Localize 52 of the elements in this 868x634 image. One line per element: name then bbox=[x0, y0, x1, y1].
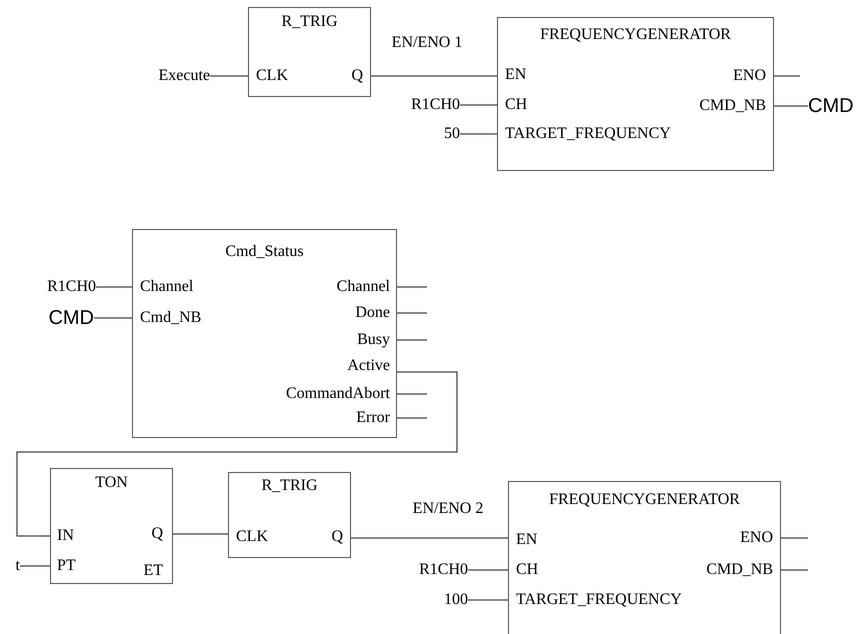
variable-label: t bbox=[4, 554, 20, 578]
connection-line bbox=[396, 286, 428, 288]
pin-label: TARGET_FREQUENCY bbox=[505, 126, 671, 142]
pin-label: Done bbox=[355, 305, 390, 321]
function-block bbox=[50, 468, 173, 584]
function-block bbox=[508, 481, 781, 634]
connection-line bbox=[396, 312, 428, 314]
pin-label: EN bbox=[516, 532, 538, 548]
pin-label: Channel bbox=[140, 279, 194, 295]
pin-label: ENO bbox=[733, 68, 766, 84]
pin-label: CMD_NB bbox=[706, 562, 773, 578]
variable-label: R1CH0 bbox=[26, 275, 96, 299]
pin-label: CLK bbox=[236, 529, 268, 545]
variable-label: R1CH0 bbox=[390, 93, 460, 117]
pin-label: Cmd_NB bbox=[140, 310, 202, 326]
connection-line bbox=[460, 104, 498, 106]
pin-label: CMD_NB bbox=[699, 98, 766, 114]
variable-label: 50 bbox=[420, 122, 460, 146]
function-block bbox=[132, 229, 397, 438]
variable-label: 100 bbox=[428, 588, 468, 612]
pin-label: ENO bbox=[740, 530, 773, 546]
block-title: Cmd_Status bbox=[225, 244, 304, 260]
variable-label: CMD bbox=[808, 93, 866, 119]
pin-label: CH bbox=[516, 562, 538, 578]
pin-label: Busy bbox=[357, 332, 390, 348]
pin-label: IN bbox=[57, 528, 74, 544]
pin-label: Channel bbox=[336, 279, 390, 295]
block-title: R_TRIG bbox=[262, 478, 318, 494]
block-title: TON bbox=[95, 475, 128, 491]
block-title: FREQUENCYGENERATOR bbox=[549, 492, 740, 508]
pin-label: EN bbox=[505, 67, 526, 83]
pin-label: CLK bbox=[256, 68, 288, 84]
pin-label: Q bbox=[151, 526, 163, 542]
pin-label: PT bbox=[57, 558, 76, 574]
variable-label: Execute bbox=[130, 64, 210, 88]
pin-label: ET bbox=[143, 563, 163, 579]
variable-label: R1CH0 bbox=[398, 558, 468, 582]
pin-label: Active bbox=[347, 358, 390, 374]
pin-label: CommandAbort bbox=[286, 386, 390, 402]
pin-label: Error bbox=[356, 410, 390, 426]
pin-label: Q bbox=[331, 529, 343, 545]
function-block bbox=[497, 17, 774, 171]
variable-label: CMD bbox=[28, 305, 94, 331]
pin-label: CH bbox=[505, 97, 528, 113]
pin-label: Q bbox=[351, 68, 363, 84]
connection-line bbox=[16, 372, 458, 536]
connection-line bbox=[96, 286, 132, 288]
block-title: FREQUENCYGENERATOR bbox=[540, 27, 731, 43]
pin-label: TARGET_FREQUENCY bbox=[516, 592, 682, 608]
function-block bbox=[248, 7, 371, 97]
function-block bbox=[228, 472, 351, 558]
block-title: R_TRIG bbox=[282, 14, 338, 30]
